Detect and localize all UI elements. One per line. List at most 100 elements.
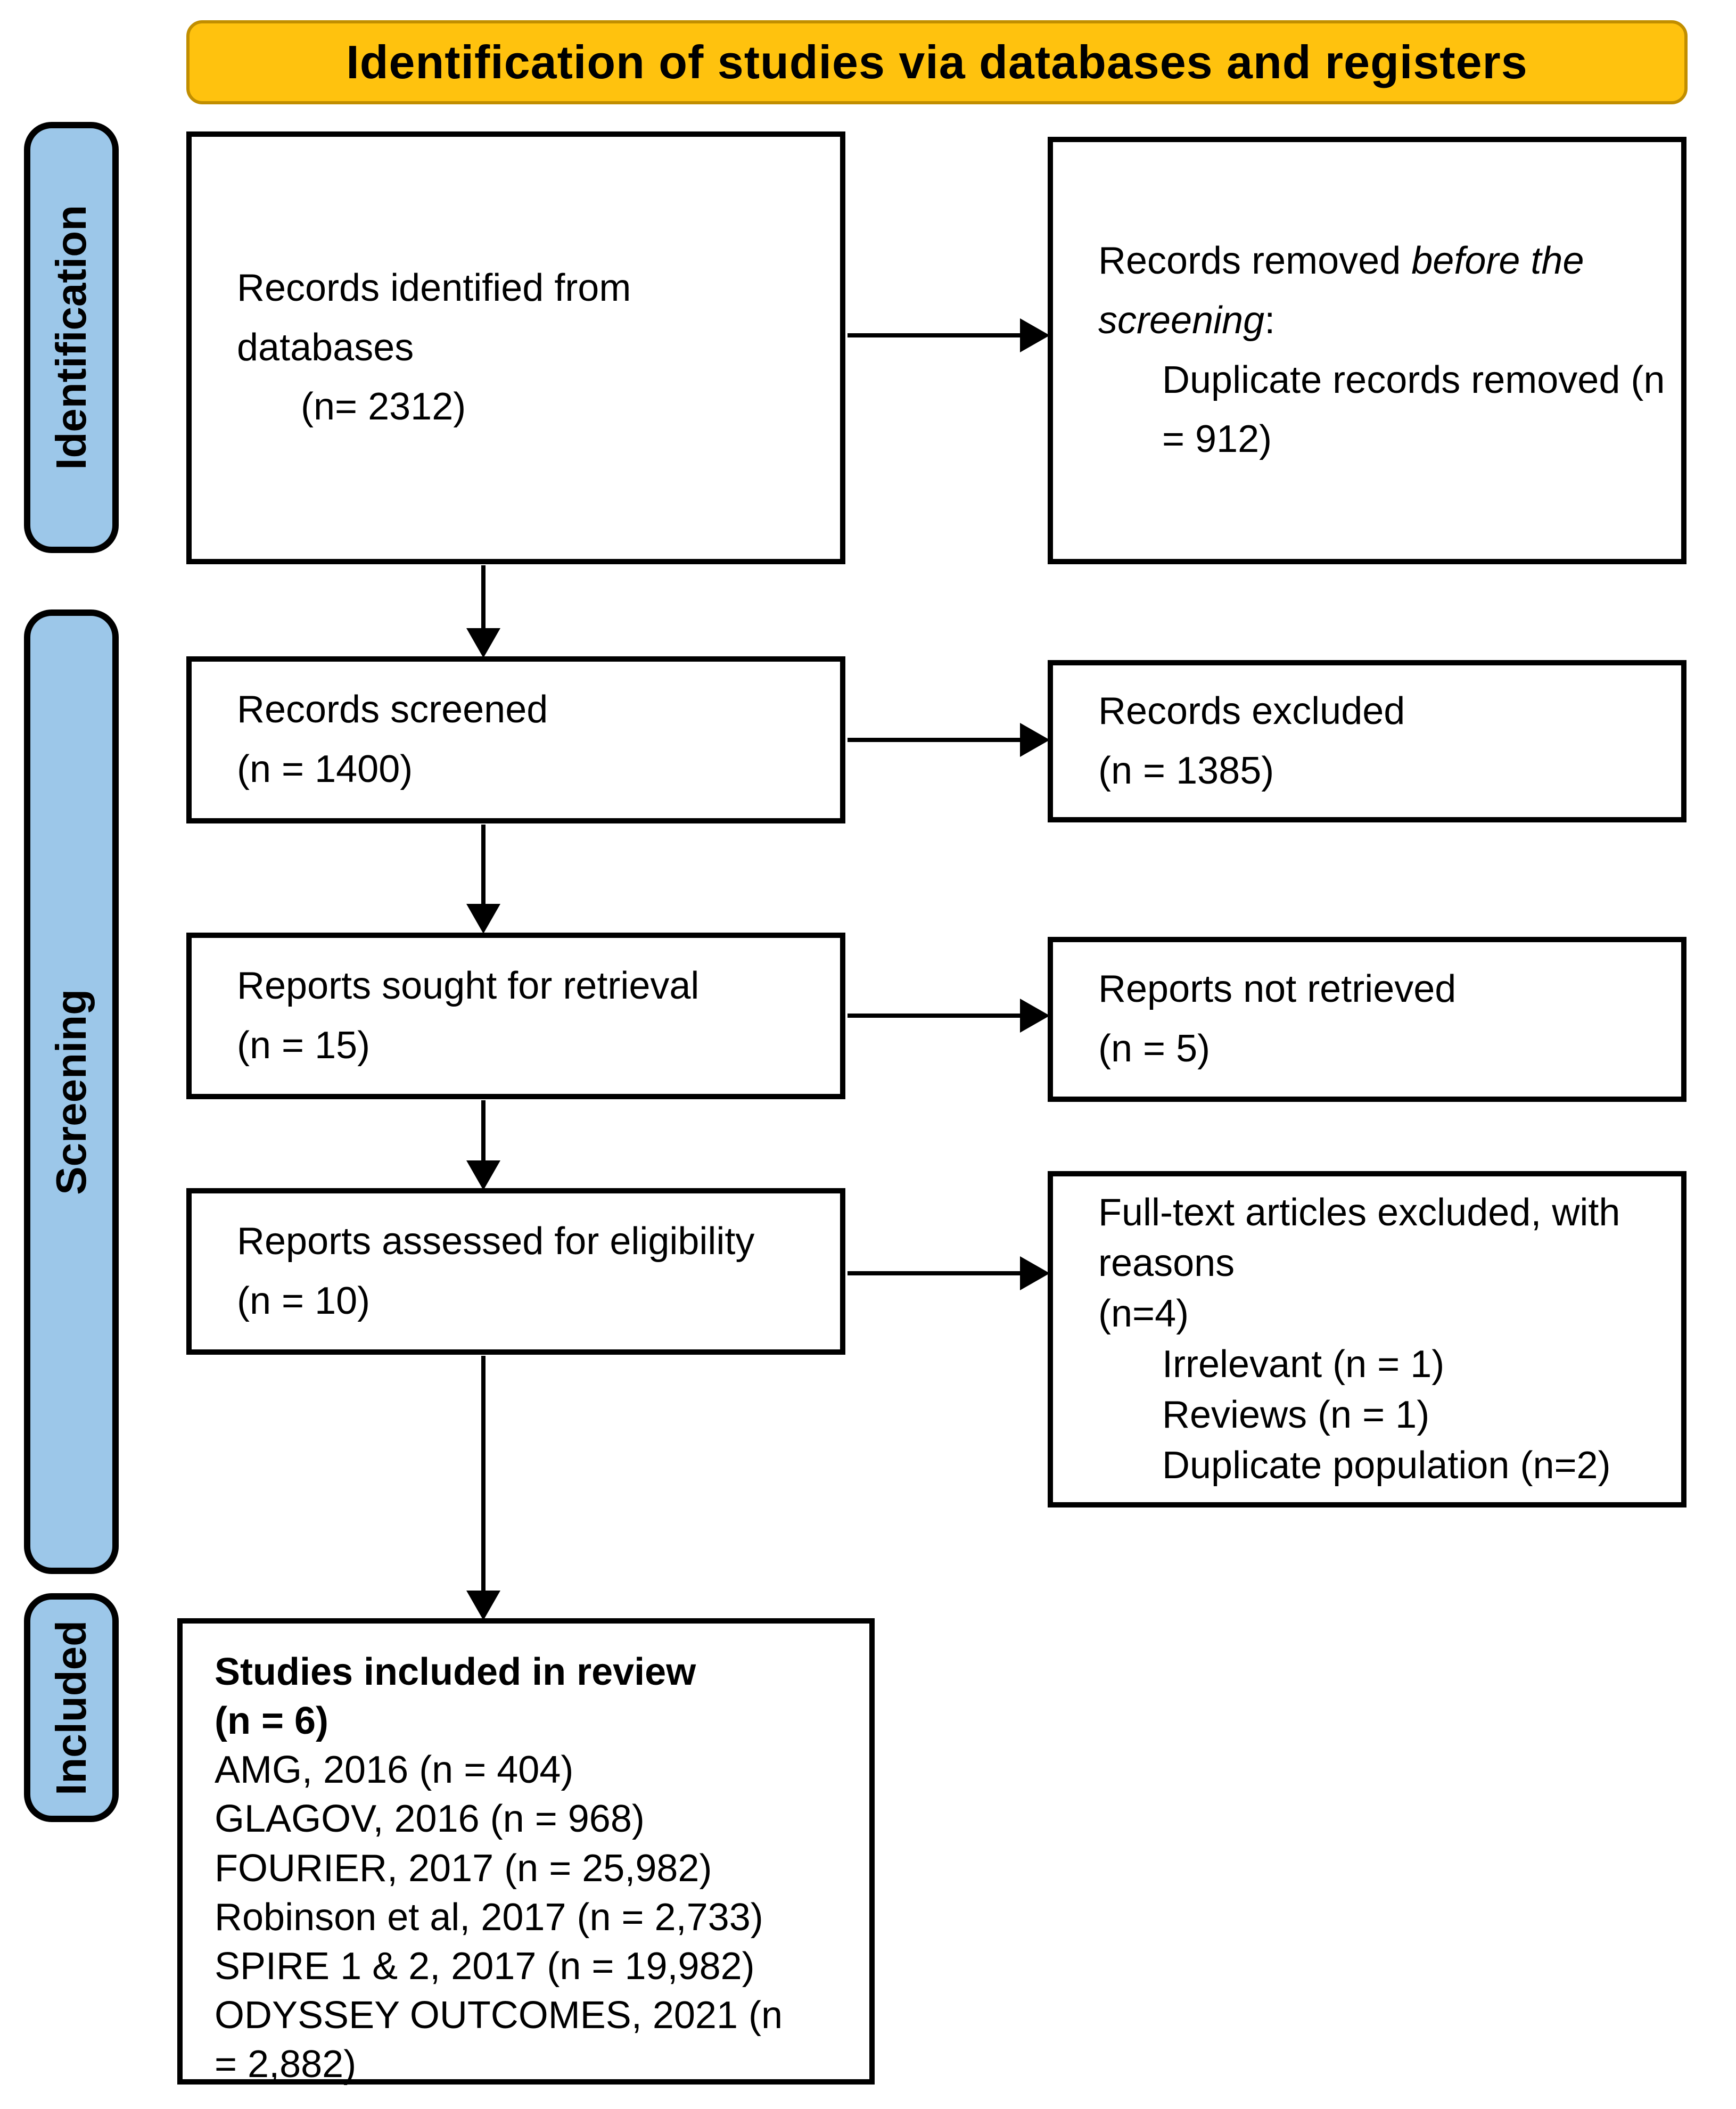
text-segment: databases	[237, 326, 414, 369]
box-reports-not-retrieved: Reports not retrieved (n = 5)	[1048, 937, 1686, 1102]
box-reports-sought-for-retrieval: Reports sought for retrieval (n = 15)	[186, 933, 845, 1099]
text-segment: (n= 2312)	[301, 385, 466, 429]
text-segment: Robinson et al, 2017 (n = 2,733)	[215, 1896, 763, 1939]
text-segment: Records identified from	[237, 267, 631, 310]
text-segment: Full-text articles excluded, with	[1098, 1191, 1620, 1234]
box-text-line: Duplicate population (n=2)	[1053, 1440, 1681, 1491]
text-segment: = 2,882)	[215, 2043, 357, 2086]
arrow-assessed-to-fulltext-excluded	[848, 1271, 1021, 1275]
box-text-line: (n=4)	[1053, 1289, 1681, 1339]
arrowhead-right-icon	[1020, 999, 1050, 1033]
italic-text-segment: before the	[1411, 240, 1584, 283]
text-segment: Reviews (n = 1)	[1162, 1394, 1430, 1437]
box-text-line: = 2,882)	[183, 2040, 869, 2089]
box-text-line: ODYSSEY OUTCOMES, 2021 (n	[183, 1991, 869, 2040]
italic-text-segment: screening	[1098, 299, 1265, 342]
arrow-assessed-to-included	[481, 1356, 486, 1592]
box-text-line: Robinson et al, 2017 (n = 2,733)	[183, 1893, 869, 1942]
box-text-line: SPIRE 1 & 2, 2017 (n = 19,982)	[183, 1942, 869, 1991]
arrowhead-down-icon	[466, 904, 500, 934]
arrowhead-down-icon	[466, 1160, 500, 1190]
box-studies-included-in-review: Studies included in review (n = 6) AMG, 20…	[177, 1618, 875, 2086]
text-segment: Records excluded	[1098, 689, 1405, 732]
box-text-line: reasons	[1053, 1238, 1681, 1289]
box-text-line: Records screened	[192, 680, 840, 740]
text-segment: (n=4)	[1098, 1292, 1189, 1335]
box-text: Reports not retrieved (n = 5)	[1053, 960, 1681, 1078]
box-text-line: Studies included in review	[183, 1647, 869, 1696]
box-text-line: (n = 15)	[192, 1016, 840, 1076]
text-segment: FOURIER, 2017 (n = 25,982)	[215, 1847, 712, 1890]
text-segment: AMG, 2016 (n = 404)	[215, 1749, 574, 1792]
text-segment: (n = 5)	[1098, 1027, 1211, 1070]
text-segment: (n = 1385)	[1098, 749, 1274, 792]
diagram-title-banner: Identification of studies via databases …	[186, 20, 1688, 104]
text-segment: Duplicate population (n=2)	[1162, 1444, 1611, 1487]
text-segment: GLAGOV, 2016 (n = 968)	[215, 1798, 645, 1841]
box-text: Reports assessed for eligibility (n = 10)	[192, 1212, 840, 1331]
text-segment: (n = 1400)	[237, 748, 413, 790]
box-text-line: GLAGOV, 2016 (n = 968)	[183, 1794, 869, 1843]
stage-label-text: Identification	[47, 205, 95, 470]
box-text: Reports sought for retrieval (n = 15)	[192, 957, 840, 1075]
box-text: Records identified from databases (n= 2312…	[192, 259, 840, 437]
text-segment: (n = 10)	[237, 1279, 371, 1322]
box-text-line: Reports assessed for eligibility	[192, 1212, 840, 1272]
arrow-screened-to-sought	[481, 825, 486, 905]
arrow-identified-to-removed	[848, 333, 1021, 337]
box-text-line: (n = 5)	[1053, 1019, 1681, 1079]
box-text-line: (n = 6)	[183, 1696, 869, 1745]
box-text-line: Irrelevant (n = 1)	[1053, 1339, 1681, 1390]
arrowhead-down-icon	[466, 1591, 500, 1620]
box-records-screened: Records screened (n = 1400)	[186, 656, 845, 823]
box-text-line: Records removed before the	[1053, 232, 1681, 291]
diagram-title: Identification of studies via databases …	[346, 36, 1528, 88]
text-segment: (n = 6)	[215, 1700, 329, 1743]
text-segment: Irrelevant (n = 1)	[1162, 1343, 1445, 1386]
text-segment: ODYSSEY OUTCOMES, 2021 (n	[215, 1994, 783, 2037]
arrow-sought-to-not-retrieved	[848, 1014, 1021, 1018]
box-records-excluded: Records excluded (n = 1385)	[1048, 660, 1686, 822]
text-segment: Reports assessed for eligibility	[237, 1220, 755, 1263]
text-segment: Reports not retrieved	[1098, 968, 1457, 1011]
arrowhead-right-icon	[1020, 723, 1050, 757]
box-text: Records screened (n = 1400)	[192, 680, 840, 799]
text-segment: Studies included in review	[215, 1651, 696, 1693]
stage-label-screening: Screening	[24, 609, 119, 1574]
stage-label-text: Screening	[47, 988, 95, 1195]
text-segment: reasons	[1098, 1241, 1235, 1284]
text-segment: Duplicate records removed (n	[1162, 358, 1665, 401]
arrowhead-down-icon	[466, 628, 500, 658]
text-segment: :	[1264, 299, 1276, 342]
text-segment: = 912)	[1162, 418, 1272, 461]
arrow-sought-to-assessed	[481, 1100, 486, 1161]
box-text-line: FOURIER, 2017 (n = 25,982)	[183, 1844, 869, 1893]
box-text-line: (n = 1385)	[1053, 742, 1681, 801]
box-text-line: screening:	[1053, 291, 1681, 351]
box-text-line: Records identified from	[192, 259, 840, 318]
text-segment: Records removed	[1098, 240, 1412, 283]
text-segment: Reports sought for retrieval	[237, 964, 700, 1007]
box-text-line: (n = 10)	[192, 1272, 840, 1331]
stage-label-identification: Identification	[24, 122, 119, 553]
arrow-identified-to-screened	[481, 565, 486, 630]
box-text-line: = 912)	[1053, 410, 1681, 469]
text-segment: SPIRE 1 & 2, 2017 (n = 19,982)	[215, 1945, 755, 1988]
box-text-line: Duplicate records removed (n	[1053, 351, 1681, 410]
box-text-line: Reports not retrieved	[1053, 960, 1681, 1019]
stage-label-included: Included	[24, 1593, 119, 1822]
text-segment: Records screened	[237, 688, 548, 731]
box-text-line: Reports sought for retrieval	[192, 957, 840, 1016]
box-fulltext-articles-excluded: Full-text articles excluded, with reasons…	[1048, 1171, 1686, 1507]
box-text-line: (n= 2312)	[192, 377, 840, 437]
arrow-screened-to-excluded	[848, 738, 1021, 742]
box-records-identified: Records identified from databases (n= 2312…	[186, 131, 845, 564]
box-text-line: Records excluded	[1053, 682, 1681, 742]
box-text-line: Reviews (n = 1)	[1053, 1390, 1681, 1440]
arrowhead-right-icon	[1020, 1256, 1050, 1290]
box-text: Records excluded (n = 1385)	[1053, 682, 1681, 801]
box-text-line: AMG, 2016 (n = 404)	[183, 1745, 869, 1794]
